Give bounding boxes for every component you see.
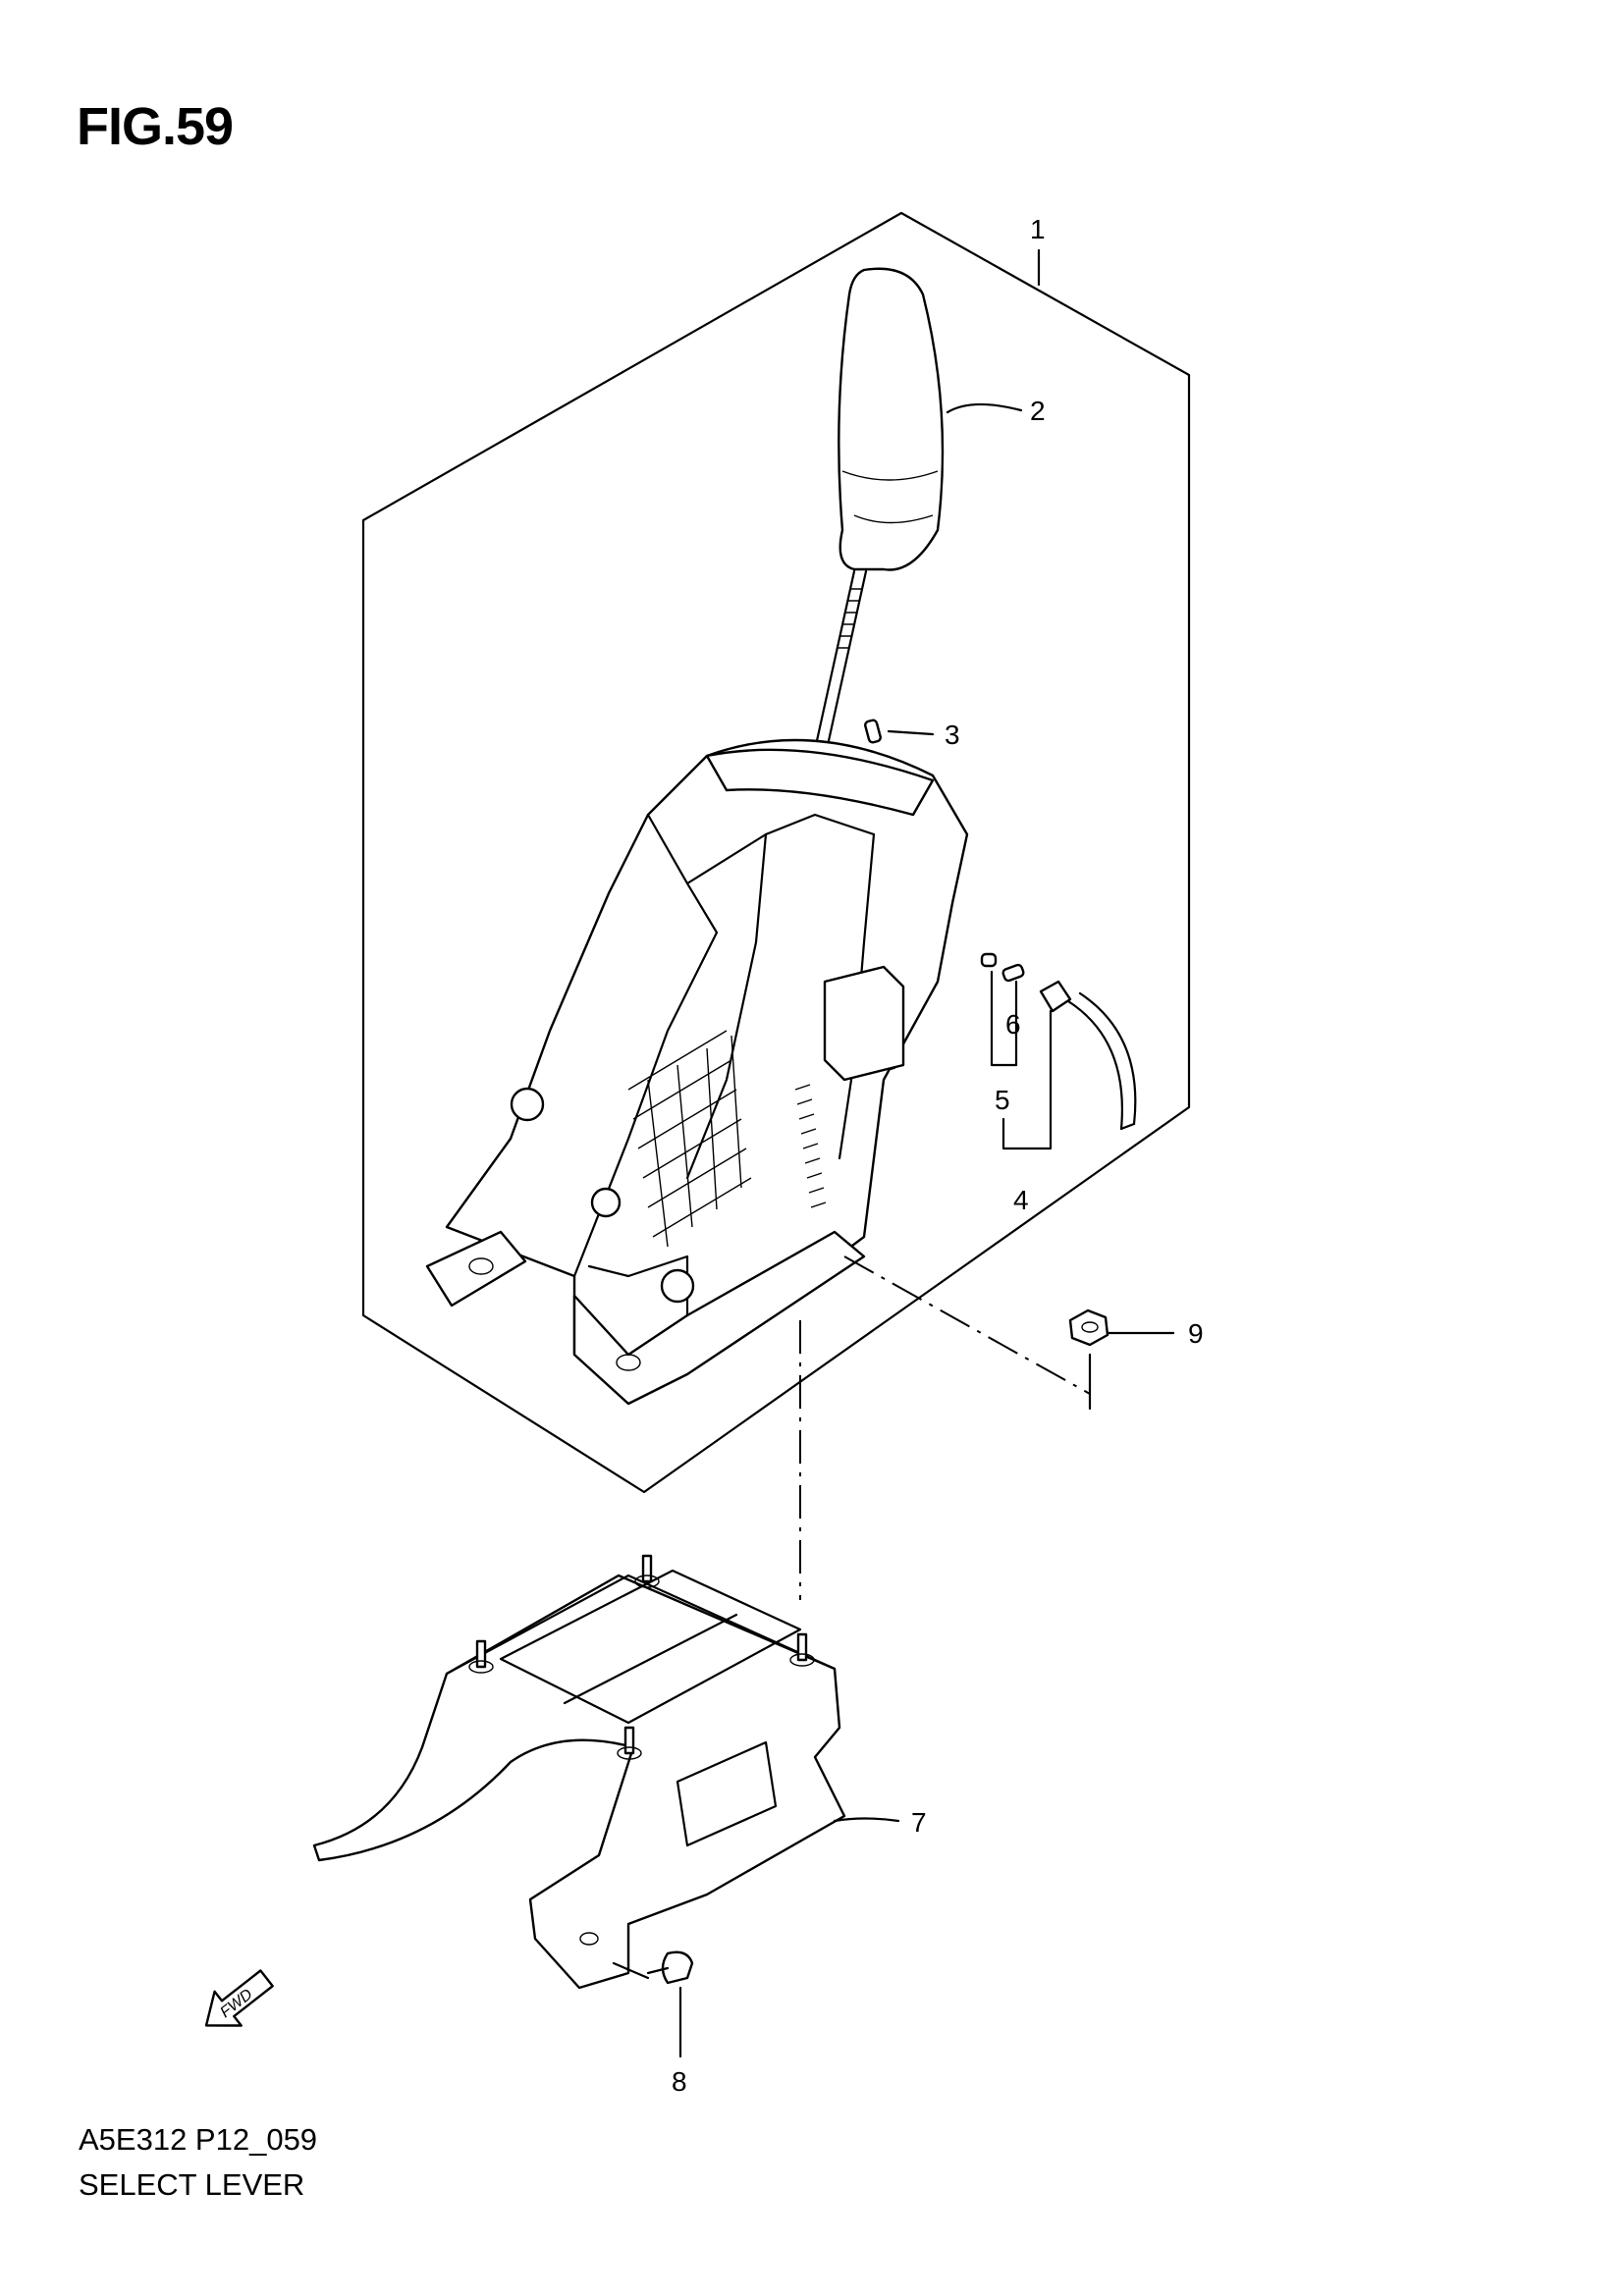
figure-name: SELECT LEVER <box>79 2167 305 2202</box>
wire-harness-part-4 <box>1039 980 1137 1131</box>
part-5-cap <box>980 952 998 968</box>
callout-8: 8 <box>672 2066 687 2097</box>
leader-lines <box>678 248 1175 2058</box>
nut-part-9 <box>1068 1308 1109 1347</box>
callout-5: 5 <box>995 1085 1010 1115</box>
callout-1: 1 <box>1030 214 1046 244</box>
callout-2: 2 <box>1030 396 1046 426</box>
part-6-clip <box>1001 963 1025 983</box>
figure-code: A5E312 P12_059 <box>79 2122 318 2157</box>
assembly-boundary <box>361 211 1191 1494</box>
alignment-line-bolt <box>612 1961 650 1980</box>
fwd-arrow-icon: FWD <box>204 1969 274 2027</box>
callout-7: 7 <box>911 1807 927 1838</box>
bracket-part-7 <box>312 1554 846 1990</box>
callout-3: 3 <box>945 720 960 750</box>
figure-title: FIG.59 <box>77 97 234 156</box>
callout-9: 9 <box>1188 1318 1204 1349</box>
pin-part-3 <box>864 719 882 744</box>
bolt-part-8 <box>646 1950 694 1985</box>
select-lever-housing <box>425 738 969 1406</box>
shift-knob <box>838 267 945 571</box>
alignment-line-nut <box>843 1255 1091 1395</box>
callout-4: 4 <box>1013 1185 1029 1215</box>
callout-6: 6 <box>1005 1009 1021 1040</box>
